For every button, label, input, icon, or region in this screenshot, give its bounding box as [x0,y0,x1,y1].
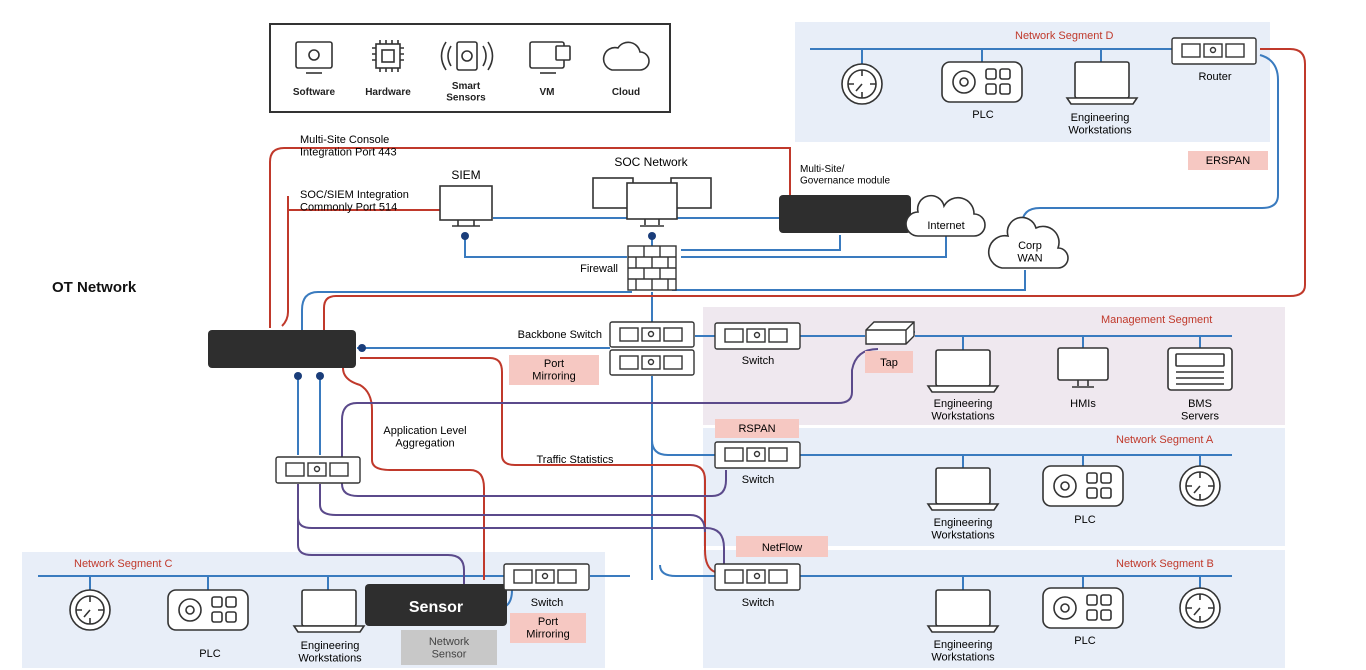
tap-label: Tap [880,357,898,369]
software-icon [295,41,333,74]
netflow-label: NetFlow [762,542,802,554]
purple-links [297,348,879,584]
segment-d-title: Network Segment D [1015,30,1113,42]
segment-c-switch-label: Switch [531,597,563,609]
legend-hardware-label: Hardware [365,87,411,98]
segment-c-workstation-icon [292,589,366,633]
segment-d-workstation-icon [1065,61,1139,105]
management-switch-label: Switch [742,355,774,367]
segment-a-switch-icon [714,441,801,469]
legend-software-label: Software [293,87,336,98]
aggregation-switch-icon [275,456,361,484]
segment-c-switch-icon [503,563,590,591]
segment-a-switch-label: Switch [742,474,774,486]
segment-b-workstation-icon [926,589,1000,633]
port-mirroring-badge-bottom [510,613,586,643]
segment-b-plc-label: PLC [1074,635,1095,647]
backbone-switch-icon [609,321,695,376]
multisite-module-label: Multi-Site/Governance module [800,164,890,187]
rspan-badge [715,419,799,438]
segment-b-switch-icon [714,563,801,591]
segment-b-gauge-icon [1179,587,1221,629]
segment-d-plc-icon [941,61,1023,103]
cloud-icon [602,41,650,71]
segment-b-switch-label: Switch [742,597,774,609]
sensor-label: Sensor [409,599,463,616]
corp-wan-cloud-icon [987,216,1069,269]
internet-label: Internet [927,220,964,232]
page-title: OT Network [52,279,137,296]
management-segment-title: Management Segment [1101,314,1212,326]
segment-c-title: Network Segment C [74,558,172,570]
segment-c-gauge-icon [69,589,111,631]
segment-a-workstation-icon [926,467,1000,511]
segment-c-plc-icon [167,589,249,631]
legend-vm-label: VM [540,87,555,98]
hmi-icon [1057,347,1109,388]
hardware-icon [372,40,404,72]
erspan-badge [1188,151,1268,170]
segment-d-gauge-icon [841,63,883,105]
legend-cloud-label: Cloud [612,87,640,98]
sensor-device [365,584,507,626]
siem-monitor-icon [439,185,493,227]
firewall-icon [627,245,677,291]
segment-d-plc-label: PLC [972,109,993,121]
soc-network-label: SOC Network [614,155,688,169]
soc-network-monitors-icon [592,177,712,227]
internet-cloud-icon [905,194,986,237]
ot-core-device [208,330,356,368]
firewall-label: Firewall [580,263,618,275]
network-sensor-badge [401,630,497,665]
segment-a-plc-icon [1042,465,1124,507]
segment-b-plc-icon [1042,587,1124,629]
segment-a-title: Network Segment A [1116,434,1214,446]
siem-label: SIEM [451,168,480,182]
tap-badge [865,351,913,373]
backbone-switch-label: Backbone Switch [518,329,602,341]
smart-sensor-icon [440,41,494,71]
hmi-label: HMIs [1070,398,1096,410]
tap-icon [865,321,915,345]
mgmt-workstation-icon [926,349,1000,393]
blue-links [38,48,1279,609]
router-label: Router [1198,71,1231,83]
link-dots [294,232,656,380]
segment-b-title: Network Segment B [1116,558,1214,570]
rspan-label: RSPAN [738,423,775,435]
red-links [269,48,1306,580]
segment-c-plc-label: PLC [199,648,220,660]
multisite-governance-module [779,195,911,233]
bms-server-icon [1167,347,1233,391]
management-switch-icon [714,322,801,350]
router-icon [1171,37,1257,65]
segment-a-plc-label: PLC [1074,514,1095,526]
vm-icon [529,41,571,74]
segment-a-gauge-icon [1179,465,1221,507]
netflow-badge [736,536,828,557]
erspan-label: ERSPAN [1206,155,1250,167]
port-mirroring-badge-top [509,355,599,385]
traffic-statistics-label: Traffic Statistics [536,454,614,466]
